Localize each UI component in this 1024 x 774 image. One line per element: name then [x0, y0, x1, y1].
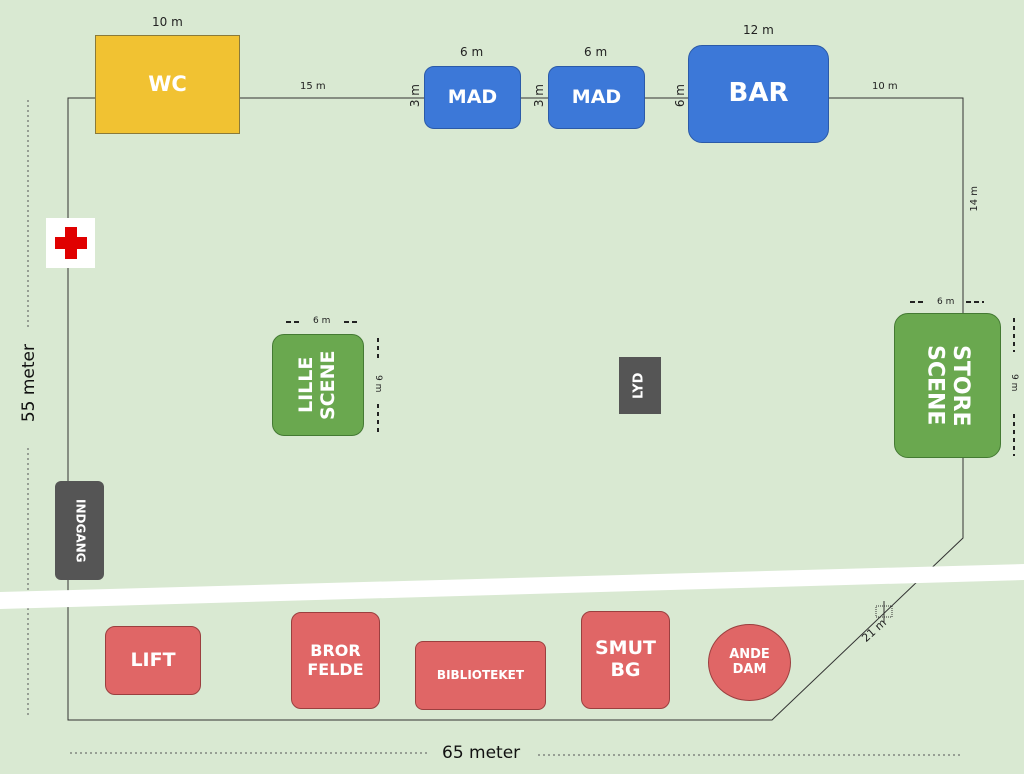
red-cross-icon [54, 227, 87, 259]
path-bar-corner-label: 10 m [872, 81, 898, 92]
mad1-gap-label: 3 m [408, 84, 422, 108]
bar-gap-label: 6 m [673, 84, 687, 108]
smut-bg-activity: SMUT BG [581, 611, 670, 709]
mad-stand-2: MAD [548, 66, 645, 129]
lille-scene-stage: LILLE SCENE [272, 334, 364, 436]
first-aid-sign [46, 218, 95, 268]
road-stripe [0, 564, 1024, 609]
wc-width-label: 10 m [152, 15, 183, 29]
mad1-width-label: 6 m [460, 45, 484, 59]
site-perimeter [67, 97, 964, 721]
store-scene-stage: STORE SCENE [894, 313, 1001, 458]
lille-scene-width-label: 6 m [313, 316, 331, 326]
ande-dam-activity: ANDE DAM [708, 624, 791, 701]
total-width-label: 65 meter [442, 743, 521, 763]
store-scene-width-label: 6 m [937, 297, 955, 307]
mad2-gap-label: 3 m [532, 84, 546, 108]
lille-scene-depth-label: 9 m [373, 375, 383, 393]
mad2-width-label: 6 m [584, 45, 608, 59]
store-scene-depth-label: 9 m [1009, 374, 1019, 392]
biblioteket-activity: BIBLIOTEKET [415, 641, 546, 710]
path-right-side-label: 14 m [969, 186, 980, 212]
mad-stand-1: MAD [424, 66, 521, 129]
path-wc-mad-label: 15 m [300, 81, 326, 92]
bror-felde-activity: BROR FELDE [291, 612, 380, 709]
total-height-label: 55 meter [19, 344, 39, 423]
bar-width-label: 12 m [743, 23, 774, 37]
lyd-booth: LYD [619, 357, 661, 414]
indgang-entrance: INDGANG [55, 481, 104, 580]
wc-area: WC [95, 35, 240, 134]
bar-area: BAR [688, 45, 829, 143]
lift-activity: LIFT [105, 626, 201, 695]
